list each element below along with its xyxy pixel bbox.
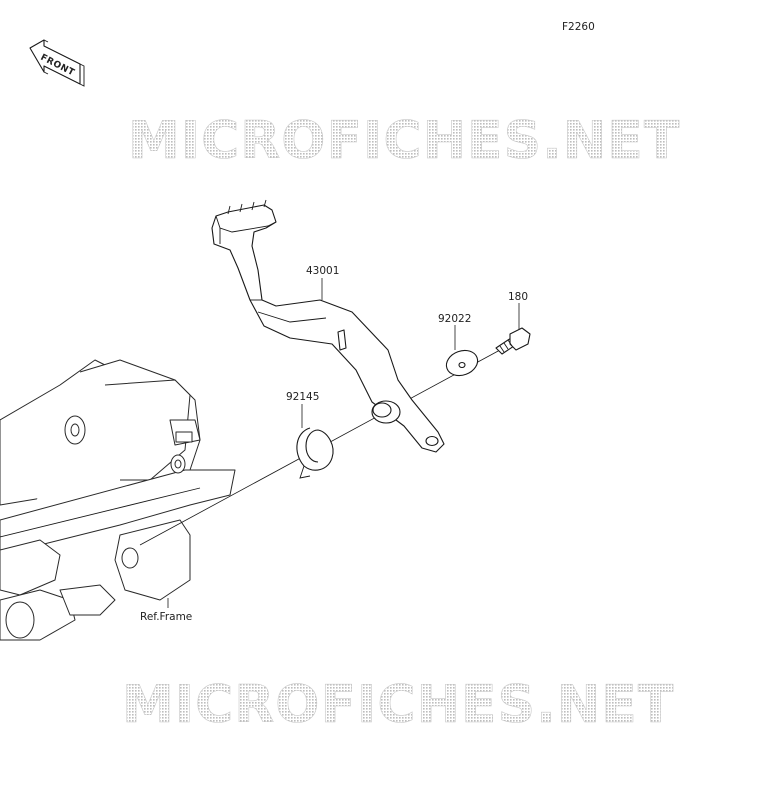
- part-number-43001: 43001: [306, 265, 339, 277]
- part-number-92022: 92022: [438, 313, 471, 325]
- washer: [445, 349, 479, 377]
- watermark-top: MICROFICHES.NET: [128, 111, 680, 171]
- frame-assembly: [0, 359, 236, 641]
- brake-pedal: [211, 199, 445, 453]
- spring-clip: [296, 427, 334, 479]
- watermark-bottom: MICROFICHES.NET: [122, 675, 674, 735]
- bolt: [495, 327, 531, 355]
- part-number-92145: 92145: [286, 391, 319, 403]
- ref-frame-label: Ref.Frame: [140, 611, 192, 623]
- part-number-180: 180: [508, 291, 528, 303]
- front-arrow-icon: FRONT: [29, 39, 85, 87]
- diagram-code: F2260: [562, 21, 595, 33]
